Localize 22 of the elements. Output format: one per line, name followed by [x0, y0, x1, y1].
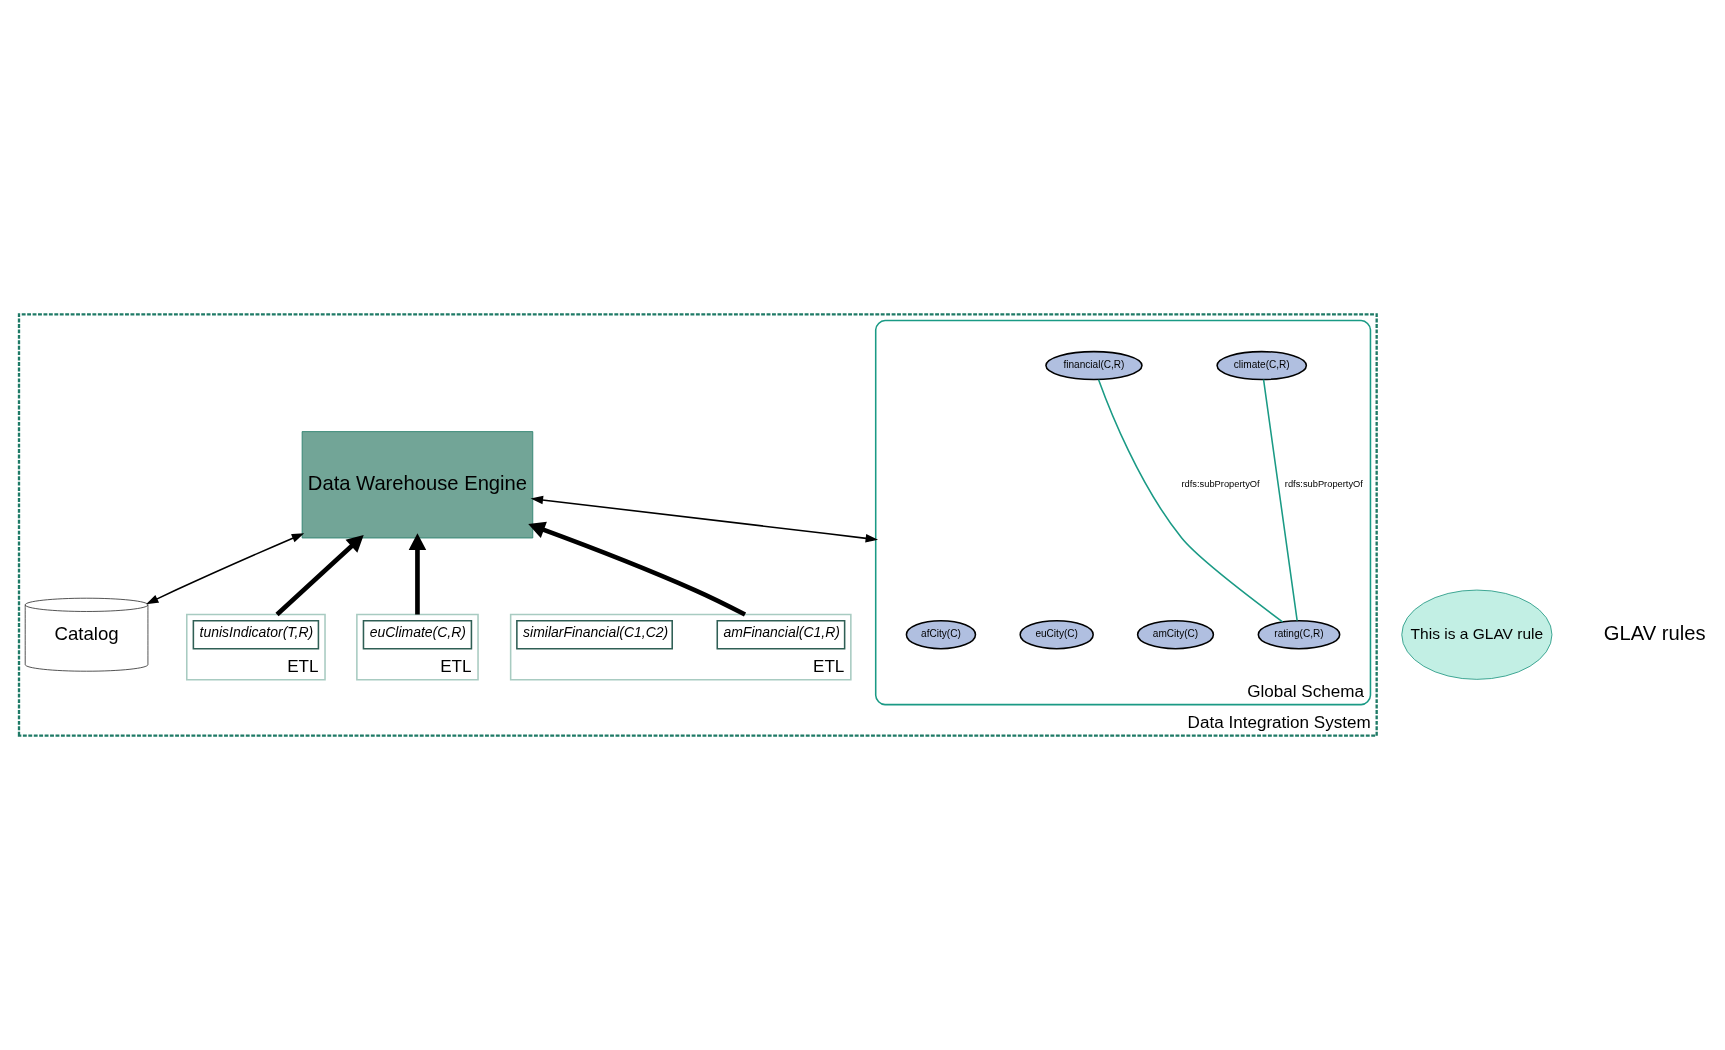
- node-ellipse: amCity(C): [1136, 619, 1215, 650]
- arrow: [146, 533, 305, 605]
- node-ellipse: climate(C,R): [1216, 350, 1308, 381]
- node-box: Data Warehouse Engine: [301, 431, 534, 539]
- node-box: euClimate(C,R): [362, 619, 473, 650]
- label: GLAV rules: [1603, 621, 1706, 644]
- edge-label: rdfs:subPropertyOf: [1284, 479, 1363, 490]
- node-box: amFinancial(C1,R): [716, 619, 846, 650]
- node-box: tunisIndicator(T,R): [192, 619, 320, 650]
- arrow: [528, 521, 747, 617]
- arrow: [408, 533, 427, 615]
- connector: [1262, 378, 1298, 622]
- node-ellipse: rating(C,R): [1257, 619, 1341, 650]
- connector: [1097, 378, 1284, 623]
- node-ellipse: afCity(C): [905, 619, 977, 650]
- node-ellipse: euCity(C): [1019, 619, 1094, 650]
- node-box: similarFinancial(C1,C2): [516, 619, 673, 650]
- node-ellipse: financial(C,R): [1045, 350, 1143, 381]
- node-ellipse: This is a GLAV rule: [1401, 589, 1553, 680]
- arrow: [275, 534, 364, 617]
- edge-label: rdfs:subPropertyOf: [1181, 479, 1260, 490]
- arrow: [530, 495, 879, 543]
